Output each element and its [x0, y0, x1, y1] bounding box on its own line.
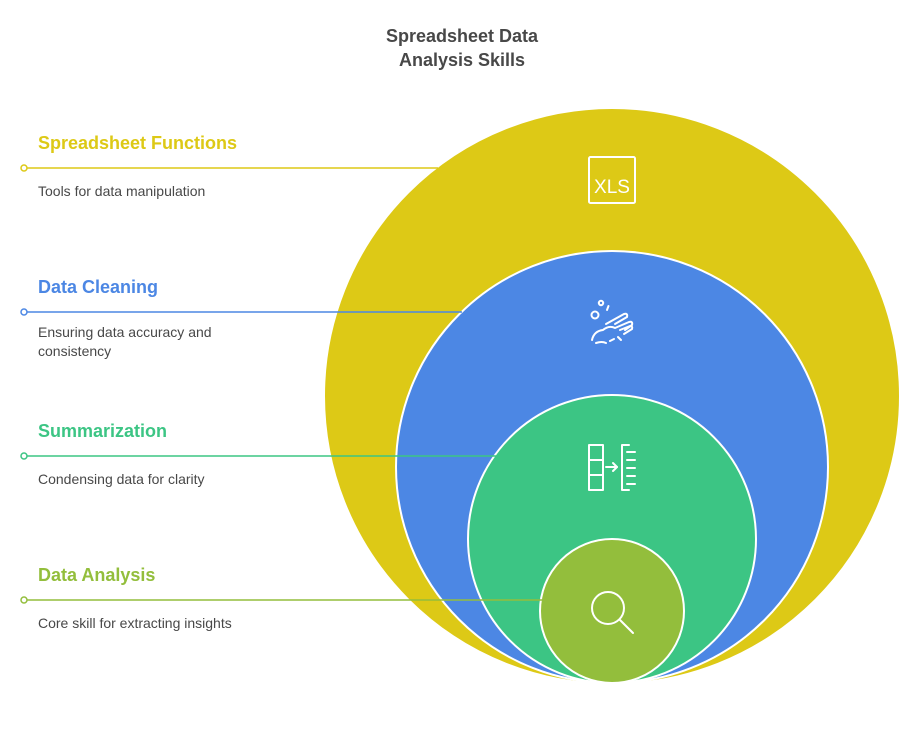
description-spreadsheet-functions: Tools for data manipulation: [38, 183, 206, 199]
connector-data-cleaning: [20, 308, 462, 316]
label-spreadsheet-functions: Spreadsheet Functions: [38, 133, 238, 153]
cleaning-hand-icon: [590, 299, 634, 344]
circle-data-analysis: [539, 538, 685, 684]
description-data-analysis: Core skill for extracting insights: [38, 615, 232, 631]
magnifier-icon: [591, 591, 634, 634]
xls-file-icon: XLS: [588, 156, 636, 204]
column-to-list-icon: [588, 444, 636, 491]
label-data-analysis: Data Analysis: [38, 565, 156, 585]
label-data-cleaning: Data Cleaning: [38, 277, 159, 297]
connector-spreadsheet-functions: [20, 164, 438, 172]
description-data-cleaning: Ensuring data accuracy and consistency: [38, 324, 212, 359]
label-summarization: Summarization: [38, 421, 168, 441]
diagram-title: Spreadsheet Data Analysis Skills: [385, 26, 539, 70]
connector-summarization: [20, 452, 496, 460]
description-summarization: Condensing data for clarity: [38, 471, 205, 487]
connector-data-analysis: [20, 596, 542, 604]
xls-icon-text: XLS: [594, 177, 630, 198]
